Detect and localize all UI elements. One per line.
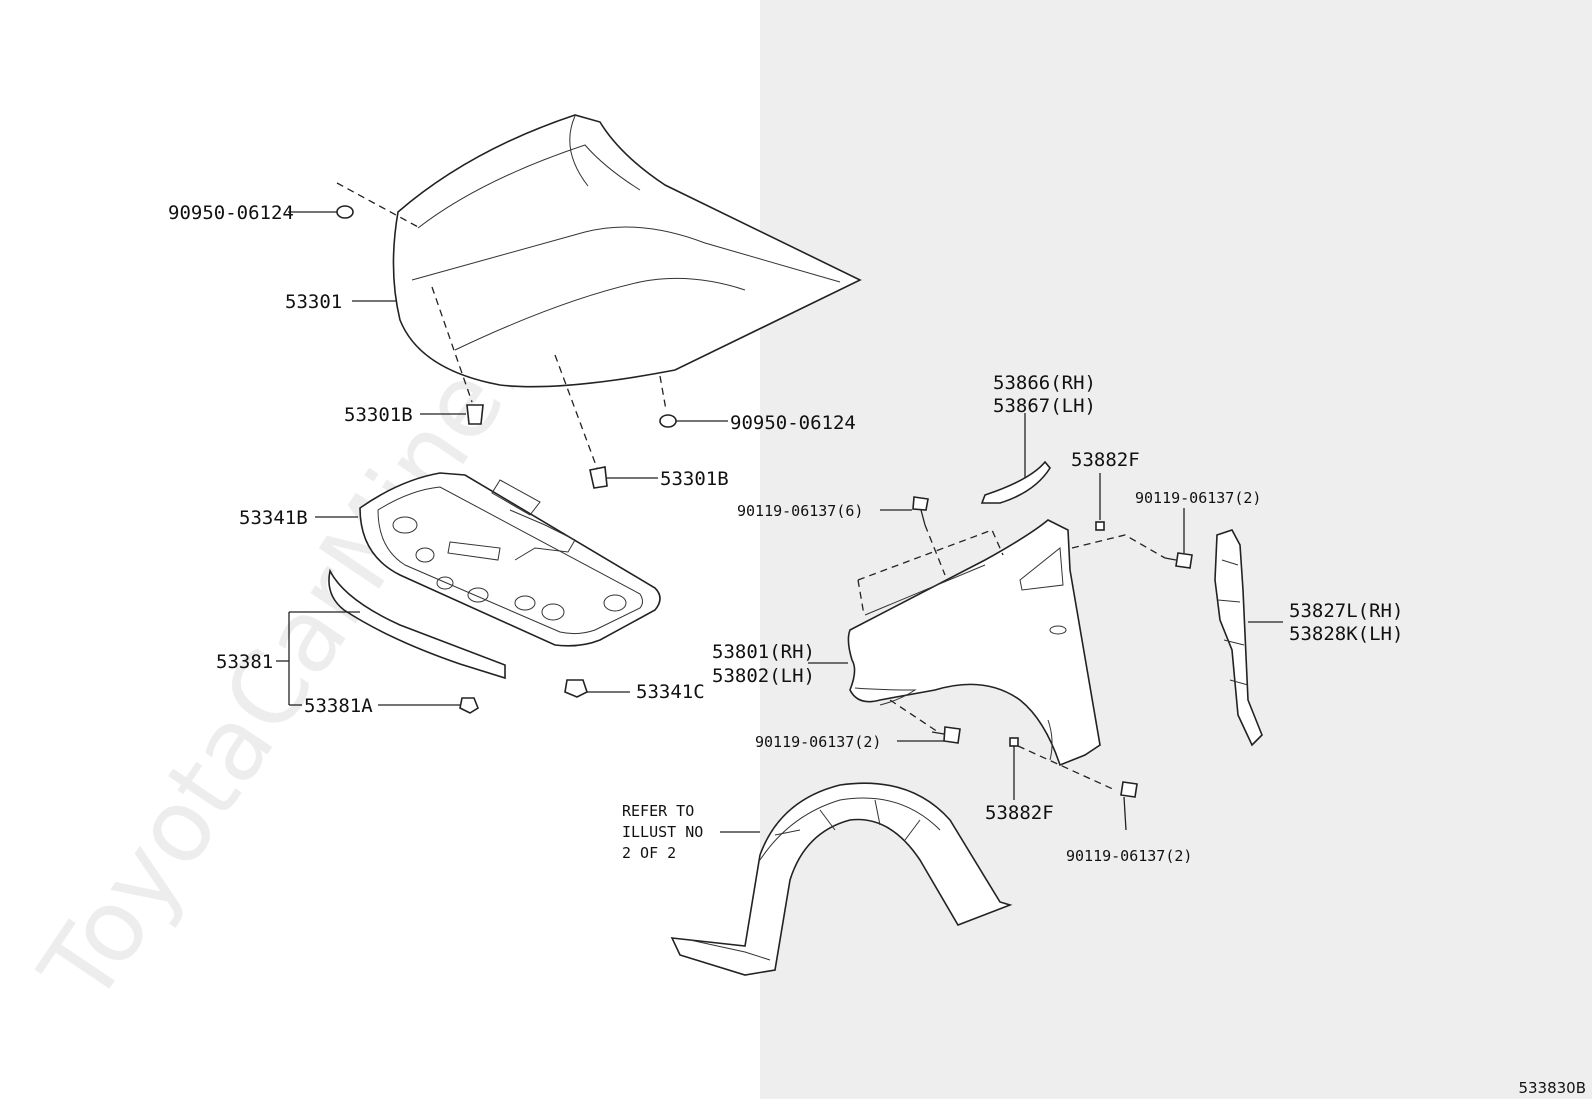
seal-clip	[459, 697, 479, 714]
label-seal-top-rh: 53866(RH)	[993, 372, 1096, 394]
label-fender-rh: 53801(RH)	[712, 641, 815, 663]
bolt-rear-top	[1164, 552, 1193, 569]
label-insulator-clip: 53341C	[636, 681, 705, 703]
label-bolt-rear-bottom: 90119-06137(2)	[1066, 847, 1192, 865]
note-line-2: ILLUST NO	[622, 823, 703, 841]
label-insulator: 53341B	[239, 507, 308, 529]
hood-panel	[392, 114, 862, 388]
label-fender-lh: 53802(LH)	[712, 665, 815, 687]
label-seal: 53381	[216, 651, 273, 673]
insulator-clip	[564, 679, 588, 698]
label-cushion-left: 53301B	[344, 404, 413, 426]
fender-bracket	[1214, 529, 1263, 747]
shaded-background-panel	[760, 0, 1592, 1099]
fender-clip-top	[1095, 521, 1105, 531]
note-line-3: 2 OF 2	[622, 844, 676, 862]
bolt-top	[912, 496, 929, 526]
fender-clip-bottom	[1009, 737, 1019, 747]
label-seal-top-lh: 53867(LH)	[993, 395, 1096, 417]
hood-cushion-right	[589, 466, 608, 489]
label-cushion-right: 53301B	[660, 468, 729, 490]
hole-plug-right	[659, 414, 677, 428]
bolt-rear-bottom	[1120, 781, 1138, 831]
front-fender	[847, 519, 1101, 767]
fender-top-seal	[980, 460, 1051, 504]
label-bolt-top: 90119-06137(6)	[737, 502, 863, 520]
fender-liner	[670, 782, 1013, 976]
label-bolt-front: 90119-06137(2)	[755, 733, 881, 751]
label-bracket-rh: 53827L(RH)	[1289, 600, 1403, 622]
label-bolt-rear-top: 90119-06137(2)	[1135, 489, 1261, 507]
label-plug-right: 90950-06124	[730, 412, 856, 434]
label-clip-top: 53882F	[1071, 449, 1140, 471]
label-plug-top-left: 90950-06124	[168, 202, 294, 224]
hood-cushion-left	[466, 404, 484, 425]
label-hood: 53301	[285, 291, 342, 313]
hood-insulator	[359, 472, 661, 647]
hood-seal	[328, 568, 506, 680]
bolt-front	[931, 726, 961, 744]
hole-plug-top-left	[336, 205, 354, 219]
label-clip-bottom: 53882F	[985, 802, 1054, 824]
illustration-code: 533830B	[1518, 1079, 1586, 1097]
note-line-1: REFER TO	[622, 802, 694, 820]
label-bracket-lh: 53828K(LH)	[1289, 623, 1403, 645]
label-seal-clip: 53381A	[304, 695, 373, 717]
